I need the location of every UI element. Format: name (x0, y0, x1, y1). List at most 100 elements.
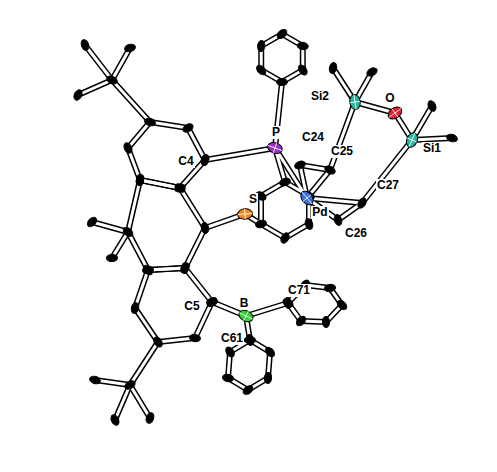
carbon-ellipsoid (174, 183, 187, 194)
bond (128, 232, 148, 270)
bond-outline (140, 180, 180, 188)
bond (330, 102, 355, 170)
bond-outline (185, 268, 212, 302)
hetero-ellipsoid (404, 131, 419, 149)
bond-outline (92, 222, 128, 232)
bond (78, 80, 112, 95)
carbon-ellipsoid (275, 28, 288, 41)
carbon-ellipsoid (246, 334, 255, 346)
bond-outline (140, 180, 180, 188)
atom-label: Si2 (310, 90, 330, 103)
carbon-ellipsoid (122, 141, 133, 154)
carbon-ellipsoid (86, 216, 99, 229)
atom-label: C5 (183, 300, 200, 313)
carbon-ellipsoid (328, 62, 338, 74)
bond (128, 180, 140, 232)
carbon-ellipsoid (136, 174, 144, 185)
bond (128, 122, 150, 148)
hetero-ellipsoid (237, 208, 253, 220)
carbon-ellipsoid (152, 335, 164, 348)
bond-outline (128, 232, 148, 270)
carbon-ellipsoid (142, 264, 155, 277)
carbon-ellipsoid (222, 373, 234, 382)
carbon-ellipsoid (277, 78, 288, 85)
ellipsoid-body (237, 208, 253, 220)
atom-label: C26 (344, 227, 368, 240)
bond (130, 385, 150, 418)
carbon-ellipsoid (135, 174, 146, 187)
carbon-ellipsoid (181, 122, 194, 134)
carbon-ellipsoid (304, 218, 314, 231)
ellipsoid-axes (349, 94, 361, 110)
bond-outline (362, 140, 412, 203)
carbon-ellipsoid (295, 315, 308, 328)
hetero-ellipsoid (266, 141, 284, 156)
bond (115, 385, 130, 420)
atom-label: C4 (177, 155, 194, 168)
bond-outline (135, 308, 158, 342)
carbon-ellipsoid (264, 345, 277, 358)
ellipsoid-body (266, 141, 284, 156)
carbon-ellipsoid (205, 296, 218, 308)
bond (135, 308, 158, 342)
bond (185, 228, 205, 268)
carbon-ellipsoid (426, 99, 437, 112)
carbon-ellipsoid (121, 226, 134, 239)
carbon-ellipsoid (130, 302, 139, 314)
bond (140, 180, 180, 188)
atom-label: Si1 (422, 142, 442, 155)
carbon-ellipsoid (294, 160, 307, 171)
ellipsoid-body (349, 94, 361, 110)
ellipsoid-axes (298, 189, 316, 207)
bond (362, 140, 412, 203)
carbon-ellipsoid (179, 261, 191, 274)
bond (85, 45, 112, 80)
ellipsoid-axes (237, 208, 253, 220)
atom-label: C25 (330, 145, 354, 158)
bonds (78, 34, 452, 420)
ellipsoid-body (386, 104, 404, 121)
atom-label: O (384, 92, 395, 105)
bond (275, 148, 307, 198)
carbon-ellipsoid (181, 262, 189, 274)
carbon-ellipsoid (365, 66, 378, 78)
bond (92, 222, 128, 232)
ellipsoid-body (298, 189, 316, 207)
ellipsoid-body (404, 131, 419, 149)
atom-label: S (248, 193, 258, 206)
atom-label: C61 (220, 332, 244, 345)
atom-label: B (239, 297, 250, 310)
bond-outline (112, 80, 150, 122)
bond-outline (130, 342, 158, 385)
carbon-ellipsoid (145, 412, 156, 425)
carbon-ellipsoid (144, 117, 157, 127)
bond-outline (115, 385, 130, 420)
carbon-ellipsoid (89, 375, 102, 385)
bond (185, 268, 212, 302)
carbon-ellipsoid (72, 88, 84, 101)
ellipsoid-axes (237, 308, 255, 324)
carbon-ellipsoid (257, 40, 265, 51)
bond (135, 270, 148, 308)
atom-label: C27 (376, 179, 400, 192)
bond-outline (128, 180, 140, 232)
carbon-ellipsoid (109, 413, 120, 426)
carbon-ellipsoid (241, 384, 254, 396)
bond-outline (112, 48, 130, 80)
atom-label: C71 (287, 284, 311, 297)
carbon-ellipsoid (281, 297, 294, 309)
carbon-ellipsoid (297, 63, 309, 76)
atoms (72, 28, 458, 427)
bond-outline (78, 80, 112, 95)
bond (112, 48, 130, 80)
bond-outline (128, 122, 150, 148)
bond-outline (135, 270, 148, 308)
bond (112, 232, 128, 258)
bond (140, 180, 180, 188)
bond (307, 198, 362, 203)
atom-label: Pd (311, 206, 328, 219)
carbon-ellipsoid (255, 219, 267, 229)
ellipsoid-axes (266, 141, 284, 156)
